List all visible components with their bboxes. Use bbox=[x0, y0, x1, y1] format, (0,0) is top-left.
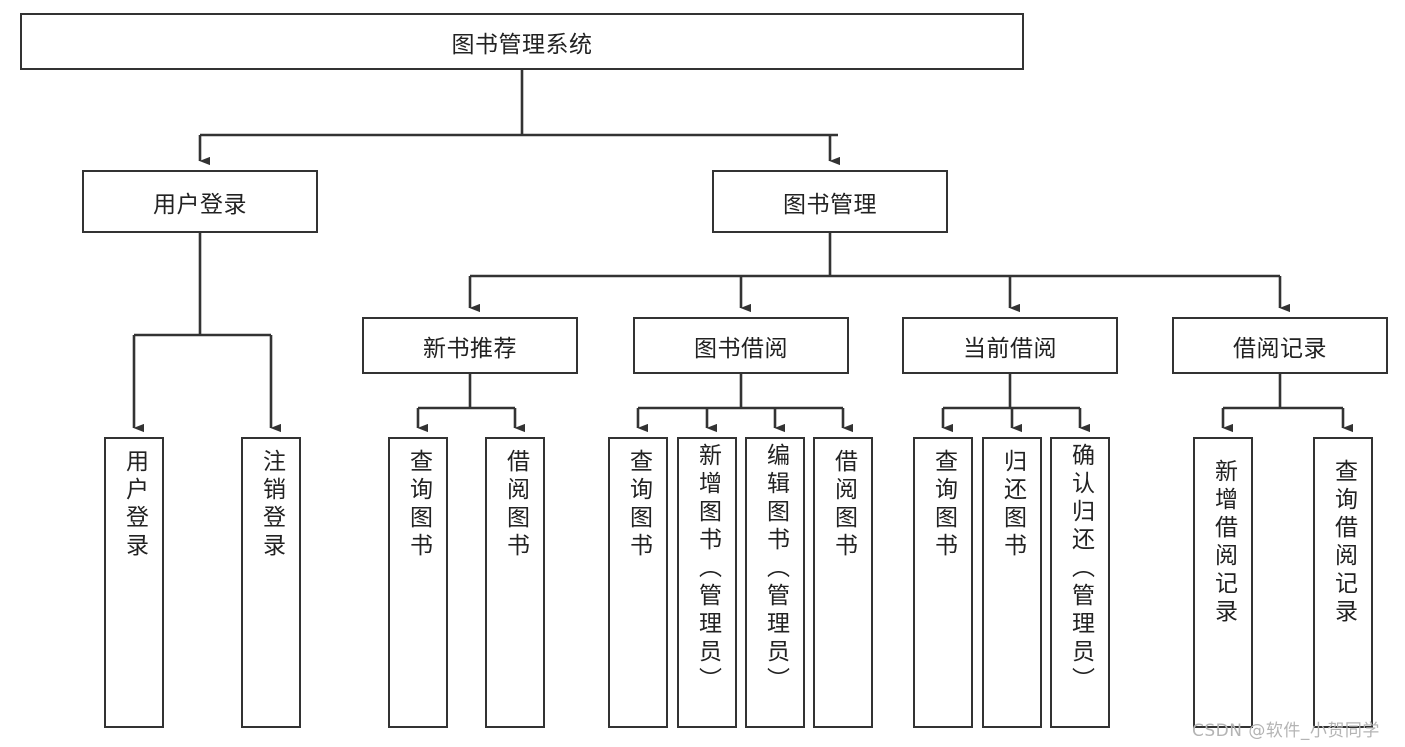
leaf-add-record-label: 新增借阅记录 bbox=[1210, 459, 1237, 627]
leaf-confirm-return-label: 确认归还（管理员） bbox=[1067, 443, 1094, 695]
leaf-query-book-2[interactable]: 查询图书 bbox=[608, 437, 668, 728]
leaf-edit-book-label: 编辑图书（管理员） bbox=[762, 443, 789, 695]
leaf-query-book-1[interactable]: 查询图书 bbox=[388, 437, 448, 728]
leaf-user-logout-label: 注销登录 bbox=[258, 449, 285, 561]
leaf-user-logout[interactable]: 注销登录 bbox=[241, 437, 301, 728]
leaf-query-book-3[interactable]: 查询图书 bbox=[913, 437, 973, 728]
node-current-borrow-label: 当前借阅 bbox=[963, 335, 1057, 362]
leaf-add-book[interactable]: 新增图书（管理员） bbox=[677, 437, 737, 728]
node-borrow-record[interactable]: 借阅记录 bbox=[1172, 317, 1388, 374]
leaf-add-record[interactable]: 新增借阅记录 bbox=[1193, 437, 1253, 728]
leaf-add-book-label: 新增图书（管理员） bbox=[694, 443, 721, 695]
node-book-borrow-label: 图书借阅 bbox=[694, 335, 788, 362]
node-book-manage-label: 图书管理 bbox=[783, 191, 877, 218]
node-user-login[interactable]: 用户登录 bbox=[82, 170, 318, 233]
leaf-query-record[interactable]: 查询借阅记录 bbox=[1313, 437, 1373, 728]
leaf-query-book-3-label: 查询图书 bbox=[930, 449, 957, 561]
node-new-book-recommend-label: 新书推荐 bbox=[423, 335, 517, 362]
leaf-user-login-label: 用户登录 bbox=[121, 449, 148, 561]
node-book-borrow[interactable]: 图书借阅 bbox=[633, 317, 849, 374]
leaf-borrow-book-1-label: 借阅图书 bbox=[502, 449, 529, 561]
leaf-query-book-2-label: 查询图书 bbox=[625, 449, 652, 561]
node-root[interactable]: 图书管理系统 bbox=[20, 13, 1024, 70]
node-borrow-record-label: 借阅记录 bbox=[1233, 335, 1327, 362]
node-user-login-label: 用户登录 bbox=[153, 191, 247, 218]
leaf-borrow-book-2-label: 借阅图书 bbox=[830, 449, 857, 561]
leaf-borrow-book-1[interactable]: 借阅图书 bbox=[485, 437, 545, 728]
leaf-borrow-book-2[interactable]: 借阅图书 bbox=[813, 437, 873, 728]
leaf-return-book-label: 归还图书 bbox=[999, 449, 1026, 561]
leaf-edit-book[interactable]: 编辑图书（管理员） bbox=[745, 437, 805, 728]
leaf-return-book[interactable]: 归还图书 bbox=[982, 437, 1042, 728]
node-current-borrow[interactable]: 当前借阅 bbox=[902, 317, 1118, 374]
leaf-query-record-label: 查询借阅记录 bbox=[1330, 459, 1357, 627]
leaf-confirm-return[interactable]: 确认归还（管理员） bbox=[1050, 437, 1110, 728]
node-root-label: 图书管理系统 bbox=[451, 31, 593, 58]
node-book-manage[interactable]: 图书管理 bbox=[712, 170, 948, 233]
leaf-query-book-1-label: 查询图书 bbox=[405, 449, 432, 561]
leaf-user-login[interactable]: 用户登录 bbox=[104, 437, 164, 728]
node-new-book-recommend[interactable]: 新书推荐 bbox=[362, 317, 578, 374]
csdn-watermark: CSDN @软件_小贺同学 bbox=[1192, 721, 1380, 741]
